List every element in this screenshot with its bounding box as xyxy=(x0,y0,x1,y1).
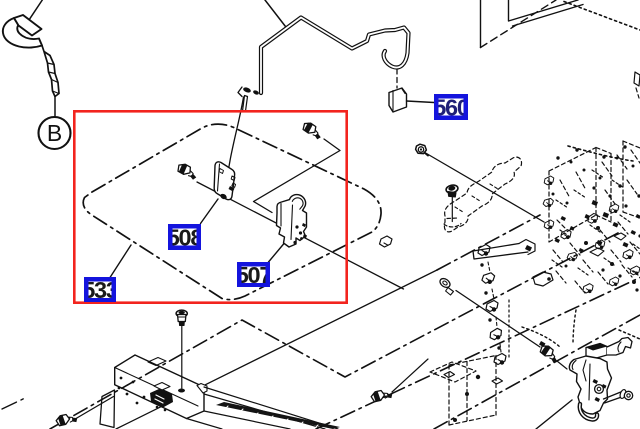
svg-text:560: 560 xyxy=(433,95,470,121)
svg-text:508: 508 xyxy=(167,225,204,251)
svg-text:507: 507 xyxy=(236,262,273,288)
svg-text:B: B xyxy=(47,120,62,146)
svg-text:533: 533 xyxy=(82,277,119,303)
